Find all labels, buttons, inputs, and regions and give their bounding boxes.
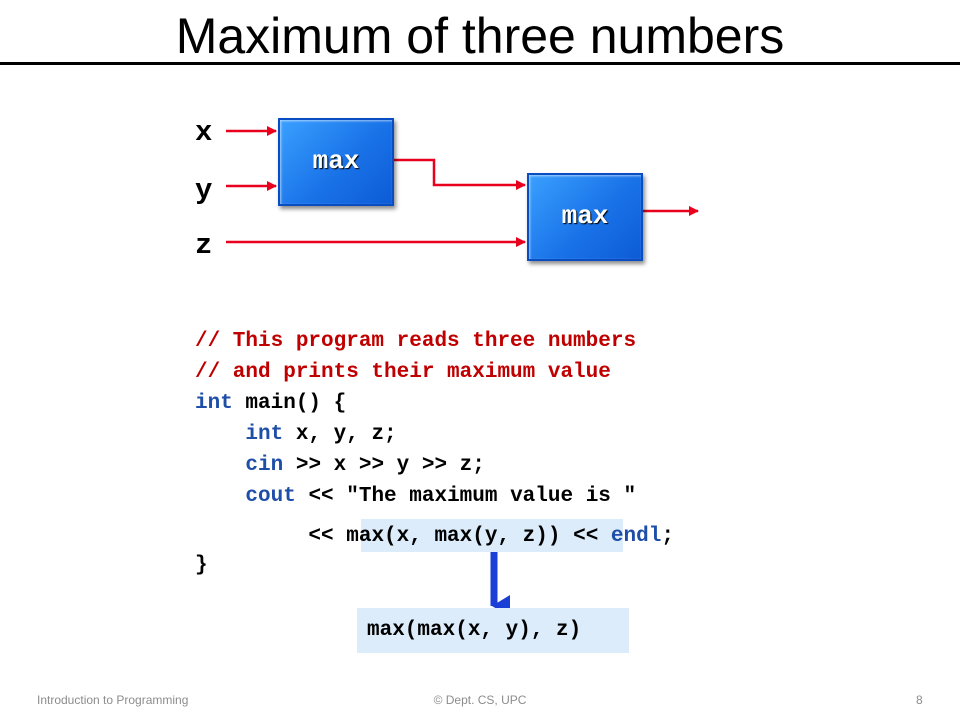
code-text: << "The maximum value is " [295,485,637,508]
indent [195,525,308,548]
code-line-main: int main() { [195,388,346,419]
code-text: x, y, z; [283,423,397,446]
footer-copyright: © Dept. CS, UPC [433,693,527,707]
wire-max1-to-max2 [393,158,526,190]
footer-page-number: 8 [916,693,923,707]
max-box-outer-label: max [561,201,609,231]
footer-course: Introduction to Programming [37,693,189,707]
code-line-decl: int x, y, z; [195,419,397,450]
keyword-cin: cin [245,454,284,477]
max-box-inner-label: max [312,146,360,176]
code-line-cin: cin >> x >> y >> z; [195,450,485,481]
code-text: >> x >> y >> z; [283,454,485,477]
indent [195,454,245,477]
indent [195,423,245,446]
code-text: << [308,525,347,548]
keyword-int: int [245,423,284,446]
slide-title: Maximum of three numbers [175,8,785,64]
max-box-outer: max [527,173,643,261]
code-line-output-expr: << max(x, max(y, z)) << endl; [195,521,674,552]
input-y-label: y [195,174,213,207]
expression-highlight [361,519,623,552]
code-comment-2: // and prints their maximum value [195,361,611,384]
equivalent-expression: max(max(x, y), z) [357,608,629,653]
indent [195,485,245,508]
code-text: << [560,525,611,548]
highlighted-expression: max(x, max(y, z)) [346,525,561,548]
code-text: main() { [232,392,347,415]
code-comment-1: // This program reads three numbers [195,330,637,353]
keyword-cout: cout [245,485,296,508]
max-box-inner: max [278,118,394,206]
keyword-int: int [195,392,233,415]
title-divider [0,62,960,65]
input-x-label: x [195,116,213,149]
code-text: ; [661,525,674,548]
input-z-label: z [195,229,213,262]
code-line-cout: cout << "The maximum value is " [195,481,636,512]
code-line-close: } [195,554,208,577]
keyword-endl: endl [610,525,662,548]
